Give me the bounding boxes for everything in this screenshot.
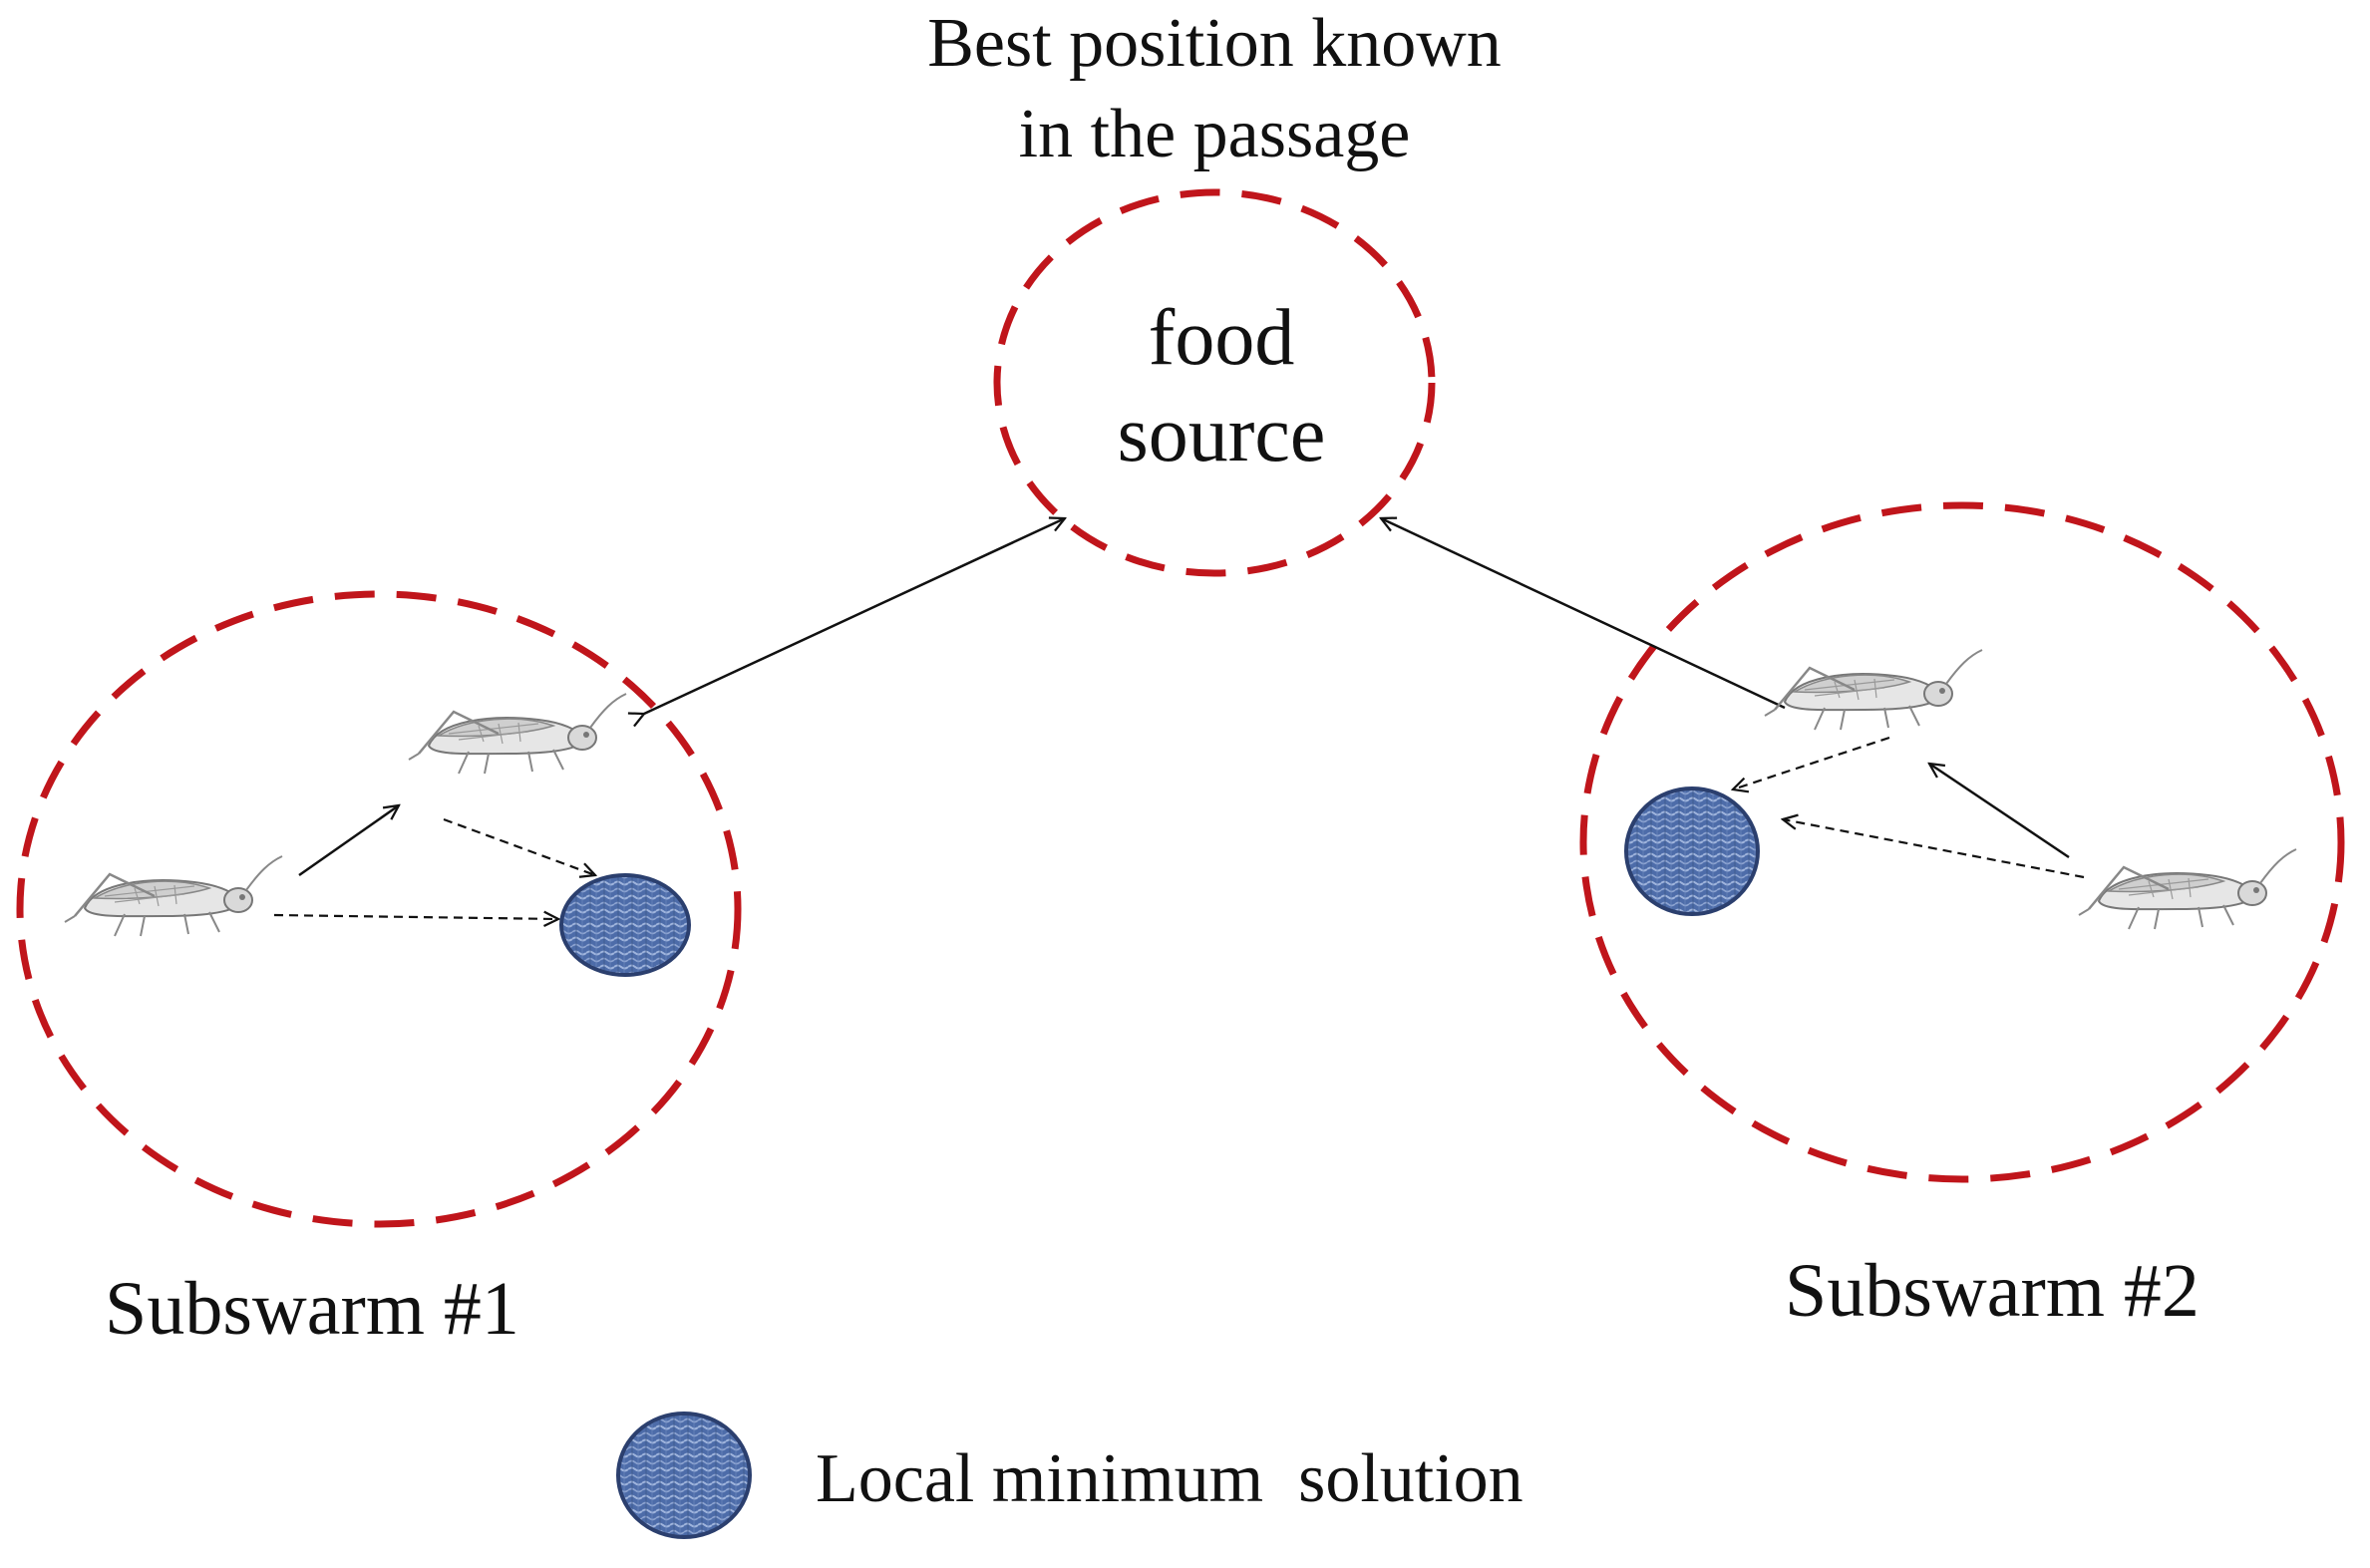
legend-label: Local minimum solution bbox=[816, 1440, 1524, 1517]
arrow-grasshopper-1b-to-minimum bbox=[443, 817, 595, 875]
arrow-grasshopper-1a-to-1b bbox=[298, 805, 399, 877]
subswarm-1-circle bbox=[16, 590, 742, 1228]
subswarm-2-label: Subswarm #2 bbox=[1785, 1249, 2200, 1333]
grasshopper-icon bbox=[2077, 847, 2298, 931]
grasshopper-icon bbox=[407, 692, 628, 776]
arrow-grasshopper-1a-to-minimum bbox=[273, 915, 558, 919]
grasshopper-icon bbox=[1763, 648, 1984, 732]
food-source-line-1: food bbox=[1149, 294, 1295, 382]
arrow-grasshopper-2b-to-minimum bbox=[1783, 819, 2085, 879]
food-source-line-2: source bbox=[1118, 391, 1326, 478]
subswarm-2-circle bbox=[1579, 501, 2345, 1183]
arrow-subswarm-2-to-food bbox=[1381, 518, 1786, 710]
arrow-grasshopper-2b-to-2a bbox=[1929, 764, 2070, 859]
title-line-1: Best position known bbox=[927, 5, 1502, 82]
food-source-circle bbox=[993, 188, 1436, 577]
subswarm-1-label: Subswarm #1 bbox=[105, 1267, 519, 1351]
arrow-grasshopper-2a-to-minimum bbox=[1733, 736, 1890, 789]
legend: Local minimum solution bbox=[616, 1411, 1524, 1539]
grasshopper-icon bbox=[63, 854, 284, 938]
title-line-2: in the passage bbox=[1019, 96, 1411, 172]
local-minimum-blob-icon bbox=[1624, 786, 1760, 916]
local-minimum-blob-icon bbox=[616, 1411, 752, 1539]
arrow-subswarm-1-to-food bbox=[644, 518, 1065, 714]
local-minimum-blob-icon bbox=[559, 873, 691, 977]
